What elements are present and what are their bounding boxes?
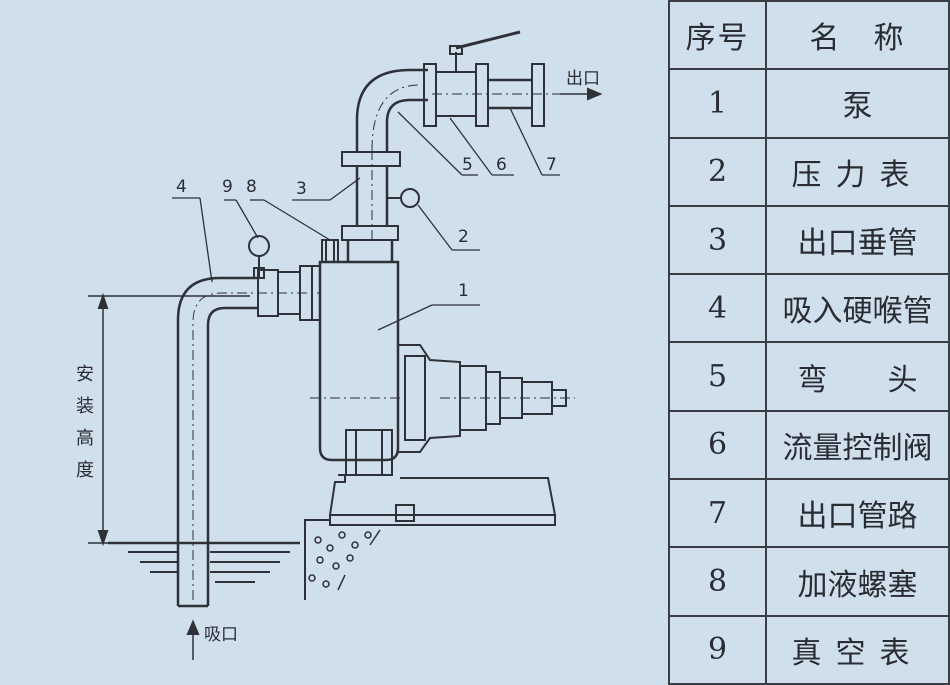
pump-body [310,239,410,476]
elbow [355,68,428,152]
row-number: 9 [668,614,767,685]
table-row: 7 出口管路 [668,478,950,549]
row-number: 6 [668,409,767,481]
row-number: 7 [668,478,767,549]
callout-6: 6 [496,155,507,175]
row-number: 3 [668,204,767,276]
height-label-1: 安 [76,364,94,385]
height-label-3: 高 [76,428,94,449]
callout-8: 8 [246,177,257,197]
outlet-label: 出口 [566,69,600,89]
table-row: 9 真空表 [668,614,950,685]
callout-3: 3 [296,179,307,199]
table-row: 8 加液螺塞 [668,546,950,617]
suction-hard-pipe [176,276,320,608]
row-number: 4 [668,273,767,344]
row-name: 弯 头 [765,341,950,412]
callout-7: 7 [546,155,557,175]
header-number: 序号 [668,0,767,71]
table-row: 4 吸入硬喉管 [668,273,950,344]
pump-base [304,474,557,600]
water-surface [108,541,300,583]
row-name: 吸入硬喉管 [765,273,950,344]
parts-table: 序号 名 称 1 泵 2 压力表 3 出口垂管 4 吸入硬喉管 5 弯 头 6 … [668,0,950,685]
table-row: 3 出口垂管 [668,204,950,276]
row-name: 加液螺塞 [765,546,950,617]
outlet-pipeline [432,63,603,127]
pressure-gauge [387,188,420,208]
install-height-dimension [88,292,250,547]
table-row: 5 弯 头 [668,341,950,412]
pump-drive [398,344,575,453]
row-name: 泵 [765,68,950,139]
row-name: 压力表 [765,136,950,207]
callout-9: 9 [222,177,233,197]
row-name: 出口垂管 [765,204,950,276]
row-name: 真空表 [765,614,950,685]
callout-2: 2 [458,227,469,247]
height-label-2: 装 [76,396,94,417]
table-row: 1 泵 [668,68,950,139]
foundation [308,529,381,591]
row-name: 出口管路 [765,478,950,549]
table-row: 2 压力表 [668,136,950,207]
row-number: 1 [668,68,767,139]
row-number: 8 [668,546,767,617]
height-label-4: 度 [76,460,94,481]
inlet-arrow [186,619,200,660]
callout-1: 1 [458,281,469,301]
table-row: 6 流量控制阀 [668,409,950,481]
row-name: 流量控制阀 [765,409,950,481]
row-number: 5 [668,341,767,412]
outlet-riser-pipe [341,150,401,262]
callout-5: 5 [462,155,473,175]
table-header-row: 序号 名 称 [668,0,950,71]
leader-lines [172,107,560,331]
callout-4: 4 [176,177,187,197]
inlet-label: 吸口 [204,625,238,645]
pump-installation-diagram: 1 2 3 4 5 6 7 8 9 出口 吸口 安 装 高 度 [76,30,603,660]
row-number: 2 [668,136,767,207]
fill-plug [321,239,339,263]
header-name: 名 称 [765,0,950,71]
